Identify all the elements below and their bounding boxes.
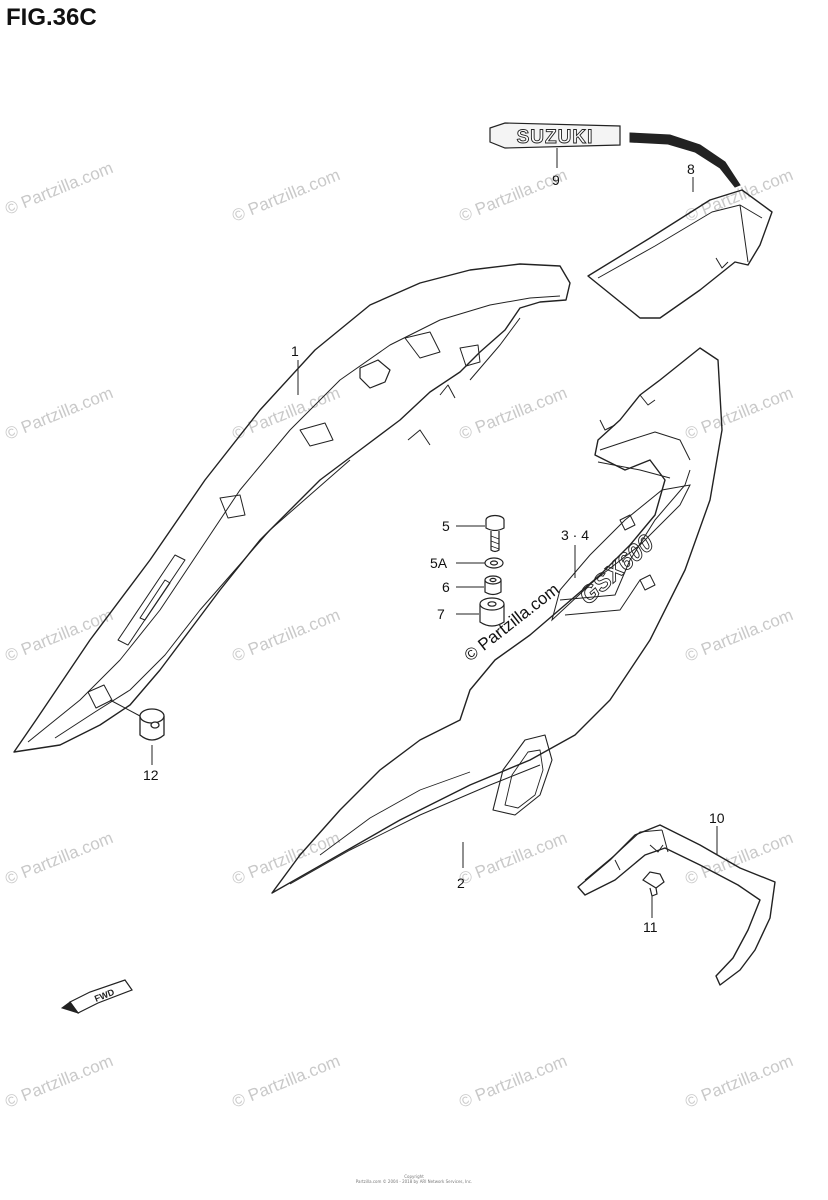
watermark: © Partzilla.com — [682, 383, 795, 444]
part-3-4-decal: GSX600 — [551, 484, 691, 622]
callout-11: 11 — [643, 919, 658, 935]
part-9-emblem: SUZUKI — [489, 122, 621, 149]
watermark: © Partzilla.com — [2, 605, 115, 666]
part-8-tail-cover — [587, 189, 773, 319]
watermark: © Partzilla.com — [456, 1051, 569, 1112]
callout-7: 7 — [437, 606, 445, 622]
watermark: © Partzilla.com — [2, 158, 115, 219]
callout-labels: 1 2 3 · 4 5 5A 6 7 8 9 10 11 12 — [143, 161, 725, 935]
watermark: © Partzilla.com — [2, 828, 115, 889]
callout-12: 12 — [143, 767, 159, 783]
part-10-rear-bracket — [577, 824, 776, 986]
emblem-text: SUZUKI — [517, 127, 594, 148]
part-1-left-frame-cover — [13, 263, 571, 753]
part-5-bolt — [485, 514, 505, 553]
part-2-side-cover — [271, 347, 723, 894]
callout-5a: 5A — [430, 555, 448, 571]
callout-1: 1 — [291, 343, 299, 359]
leader-lines — [109, 148, 718, 918]
copyright-line-1: Copyright — [404, 1174, 424, 1179]
callout-6: 6 — [442, 579, 450, 595]
watermark: © Partzilla.com — [682, 1051, 795, 1112]
watermark-center: © Partzilla.com — [461, 580, 563, 666]
watermark: © Partzilla.com — [229, 1051, 342, 1112]
watermark: © Partzilla.com — [2, 383, 115, 444]
callout-3-4: 3 · 4 — [561, 527, 589, 543]
part-7-cushion — [479, 597, 505, 627]
callout-10: 10 — [709, 810, 725, 826]
watermark: © Partzilla.com — [456, 383, 569, 444]
watermark: © Partzilla.com — [2, 1051, 115, 1112]
part-6-spacer — [484, 575, 502, 596]
watermark: © Partzilla.com — [682, 605, 795, 666]
watermark: © Partzilla.com — [229, 605, 342, 666]
copyright-line-2: Partzilla.com © 2004 - 2018 by ARI Netwo… — [355, 1179, 473, 1184]
watermark: © Partzilla.com — [229, 165, 342, 226]
callout-5: 5 — [442, 518, 450, 534]
callout-9: 9 — [552, 172, 560, 188]
callout-8: 8 — [687, 161, 695, 177]
callout-2: 2 — [457, 875, 465, 891]
watermark: © Partzilla.com — [682, 165, 795, 226]
watermark: © Partzilla.com — [456, 828, 569, 889]
watermark: © Partzilla.com — [229, 828, 342, 889]
forward-direction-arrow: FWD — [60, 979, 133, 1014]
black-stripe — [629, 132, 741, 188]
part-12-grommet — [139, 708, 165, 741]
part-11-clip — [642, 871, 665, 897]
center-watermark: © Partzilla.com — [461, 580, 563, 666]
figure-title: FIG.36C — [6, 4, 97, 31]
part-5a-washer — [484, 557, 504, 569]
watermark: © Partzilla.com — [682, 828, 795, 889]
